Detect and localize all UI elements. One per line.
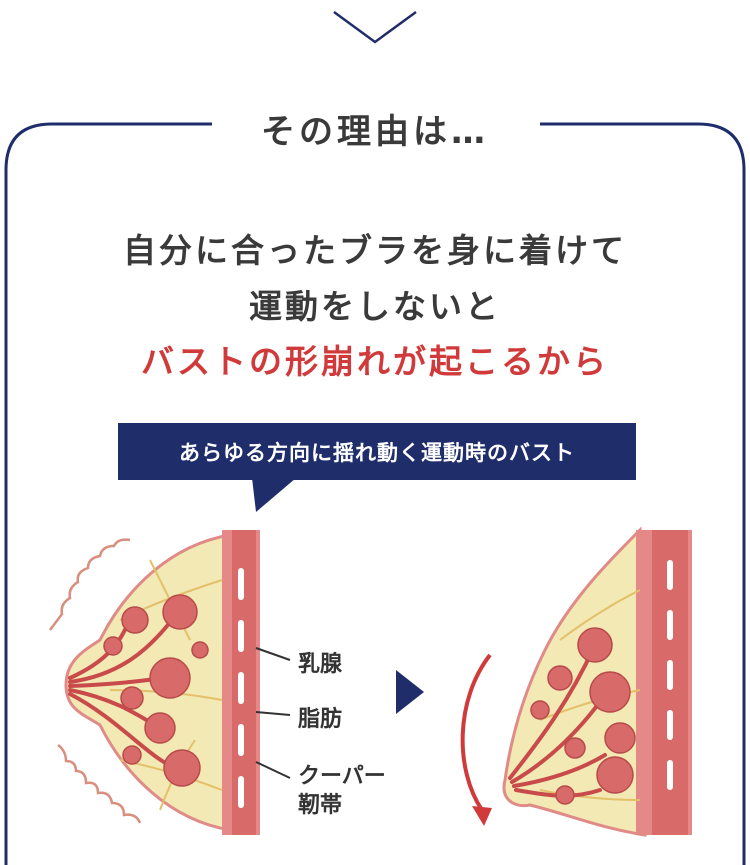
motion-wave-bottom bbox=[57, 744, 142, 824]
breast-anatomy-illustration bbox=[48, 526, 692, 837]
label-cooper-line-2: 靭帯 bbox=[298, 793, 343, 818]
label-cooper-ligament: クーパー 靭帯 bbox=[298, 762, 386, 820]
lead-line-3-highlight: バストの形崩れが起こるから bbox=[141, 342, 609, 381]
label-cooper-line-1: クーパー bbox=[298, 764, 386, 789]
chevron-down-icon bbox=[333, 10, 417, 44]
right-breast-diagram bbox=[502, 526, 692, 837]
speech-bubble: あらゆる方向に揺れ動く運動時のバスト bbox=[118, 423, 636, 480]
lead-line-2: 運動をしないと bbox=[249, 287, 501, 326]
label-fat: 脂肪 bbox=[298, 707, 343, 732]
label-mammary-gland: 乳腺 bbox=[298, 652, 343, 677]
left-breast-diagram bbox=[48, 530, 291, 835]
motion-wave-top bbox=[48, 538, 131, 631]
speech-bubble-tail bbox=[252, 478, 296, 512]
curved-down-arrow-icon bbox=[460, 653, 492, 826]
lead-line-1: 自分に合ったブラを身に着けて bbox=[123, 231, 627, 270]
section-heading: その理由は… bbox=[261, 112, 489, 152]
speech-bubble-text: あらゆる方向に揺れ動く運動時のバスト bbox=[179, 440, 575, 465]
play-arrow-icon bbox=[396, 670, 424, 714]
